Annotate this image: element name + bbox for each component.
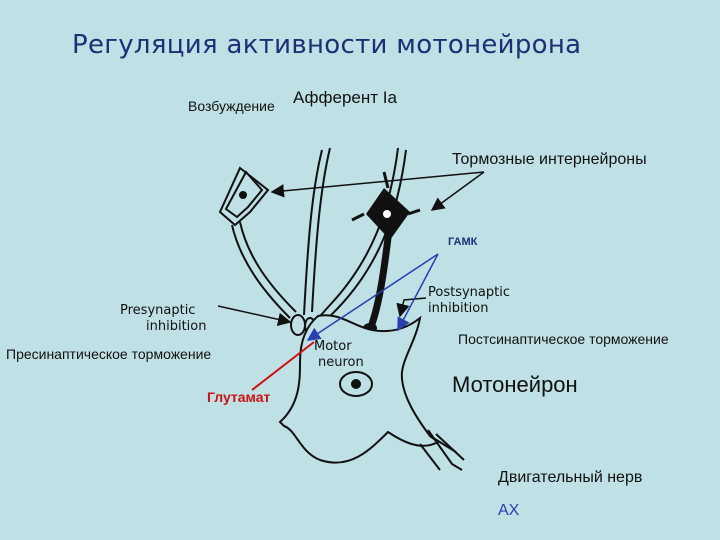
motor-neuron-soma [278,314,440,464]
motoneuron-label: Мотонейрон [452,372,578,397]
motor-neuron-en-line1: Motor [314,339,352,354]
motor-neuron-en-line2: neuron [318,355,364,370]
ach-label: АХ [498,502,520,519]
postsynaptic-en-line1: Postsynaptic [428,285,510,300]
afferent-label: Афферент Ia [293,88,397,107]
presynaptic-inhibition-label: Пресинаптическое торможение [6,346,212,362]
glutamate-label: Глутамат [207,389,271,405]
postsynaptic-inhibition-label: Постсинаптическое торможение [458,331,669,347]
presynaptic-en-line2: inhibition [146,319,206,334]
english-figure-labels: Presynaptic inhibition Postsynaptic inhi… [120,285,510,370]
inhibitory-interneurons-label: Тормозные интернейроны [452,151,647,168]
label-arrows [217,171,485,326]
postsynaptic-en-line2: inhibition [428,301,488,316]
gaba-label: ГАМК [448,236,478,248]
glutamate-line [251,341,315,391]
excitation-label: Возбуждение [188,98,275,114]
gaba-arrows [306,253,439,341]
presynaptic-en-line1: Presynaptic [120,303,195,318]
page-title: Регуляция активности мотонейрона [72,30,582,60]
motor-nerve-label: Двигательный нерв [498,469,643,486]
presynaptic-interneuron [218,166,297,319]
motor-nerve-axon [419,429,465,471]
